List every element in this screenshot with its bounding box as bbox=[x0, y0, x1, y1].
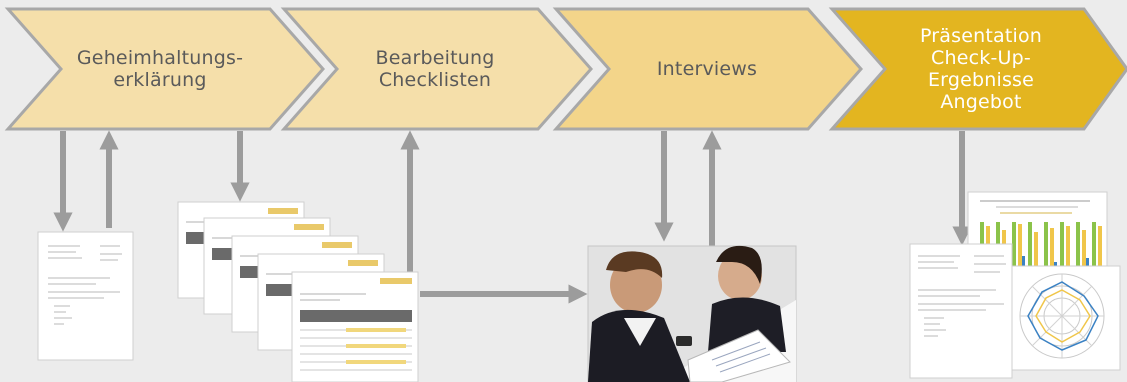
step-4-chevron bbox=[828, 7, 1127, 131]
step-3-label: Interviews bbox=[656, 58, 758, 80]
step-2-chevron bbox=[280, 7, 594, 131]
step-1-chevron bbox=[4, 7, 326, 131]
flow-arrows bbox=[53, 130, 972, 304]
step-2-label: Bearbeitung Checklisten bbox=[375, 47, 495, 91]
report-icon bbox=[909, 191, 1121, 379]
checklist-stack-icon bbox=[177, 201, 419, 382]
step-4-label: Präsentation Check-Up- Ergebnisse Angebo… bbox=[919, 25, 1043, 113]
radar-chart-page bbox=[1009, 265, 1121, 371]
checklist-page bbox=[291, 271, 419, 382]
step-3-chevron bbox=[552, 7, 864, 131]
interview-photo-icon bbox=[587, 245, 797, 382]
step-1-label: Geheimhaltungs- erklärung bbox=[76, 47, 244, 91]
document-icon bbox=[37, 231, 134, 361]
report-page bbox=[909, 243, 1013, 379]
